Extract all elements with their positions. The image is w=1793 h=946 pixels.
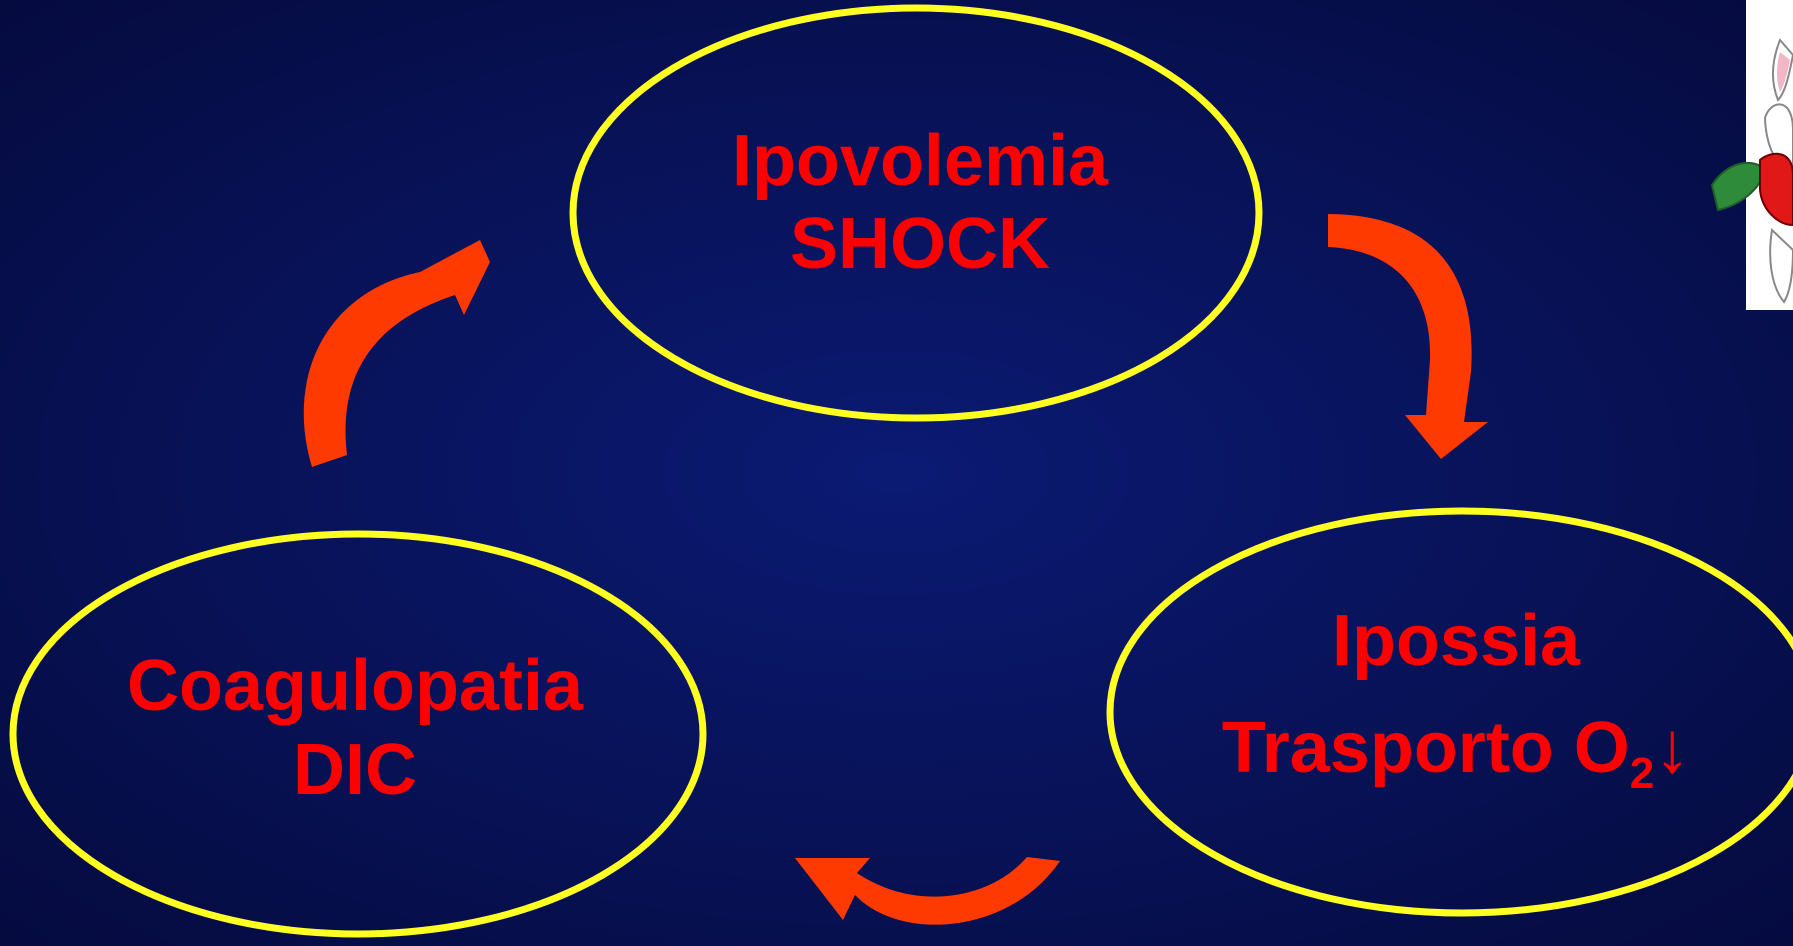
o2-subscript: 2 xyxy=(1630,749,1654,798)
o2-label-main: Trasporto O xyxy=(1222,708,1630,788)
node-label-line2: DIC xyxy=(293,730,417,810)
node-label-line1: Ipossia xyxy=(1332,601,1581,681)
node-label-line2: SHOCK xyxy=(790,204,1050,284)
node-label-line1: Coagulopatia xyxy=(127,646,584,726)
decrease-arrow-glyph: ↓ xyxy=(1654,708,1690,788)
node-label-line2: Trasporto O2↓ xyxy=(1222,708,1691,798)
node-label-line1: Ipovolemia xyxy=(732,121,1109,201)
